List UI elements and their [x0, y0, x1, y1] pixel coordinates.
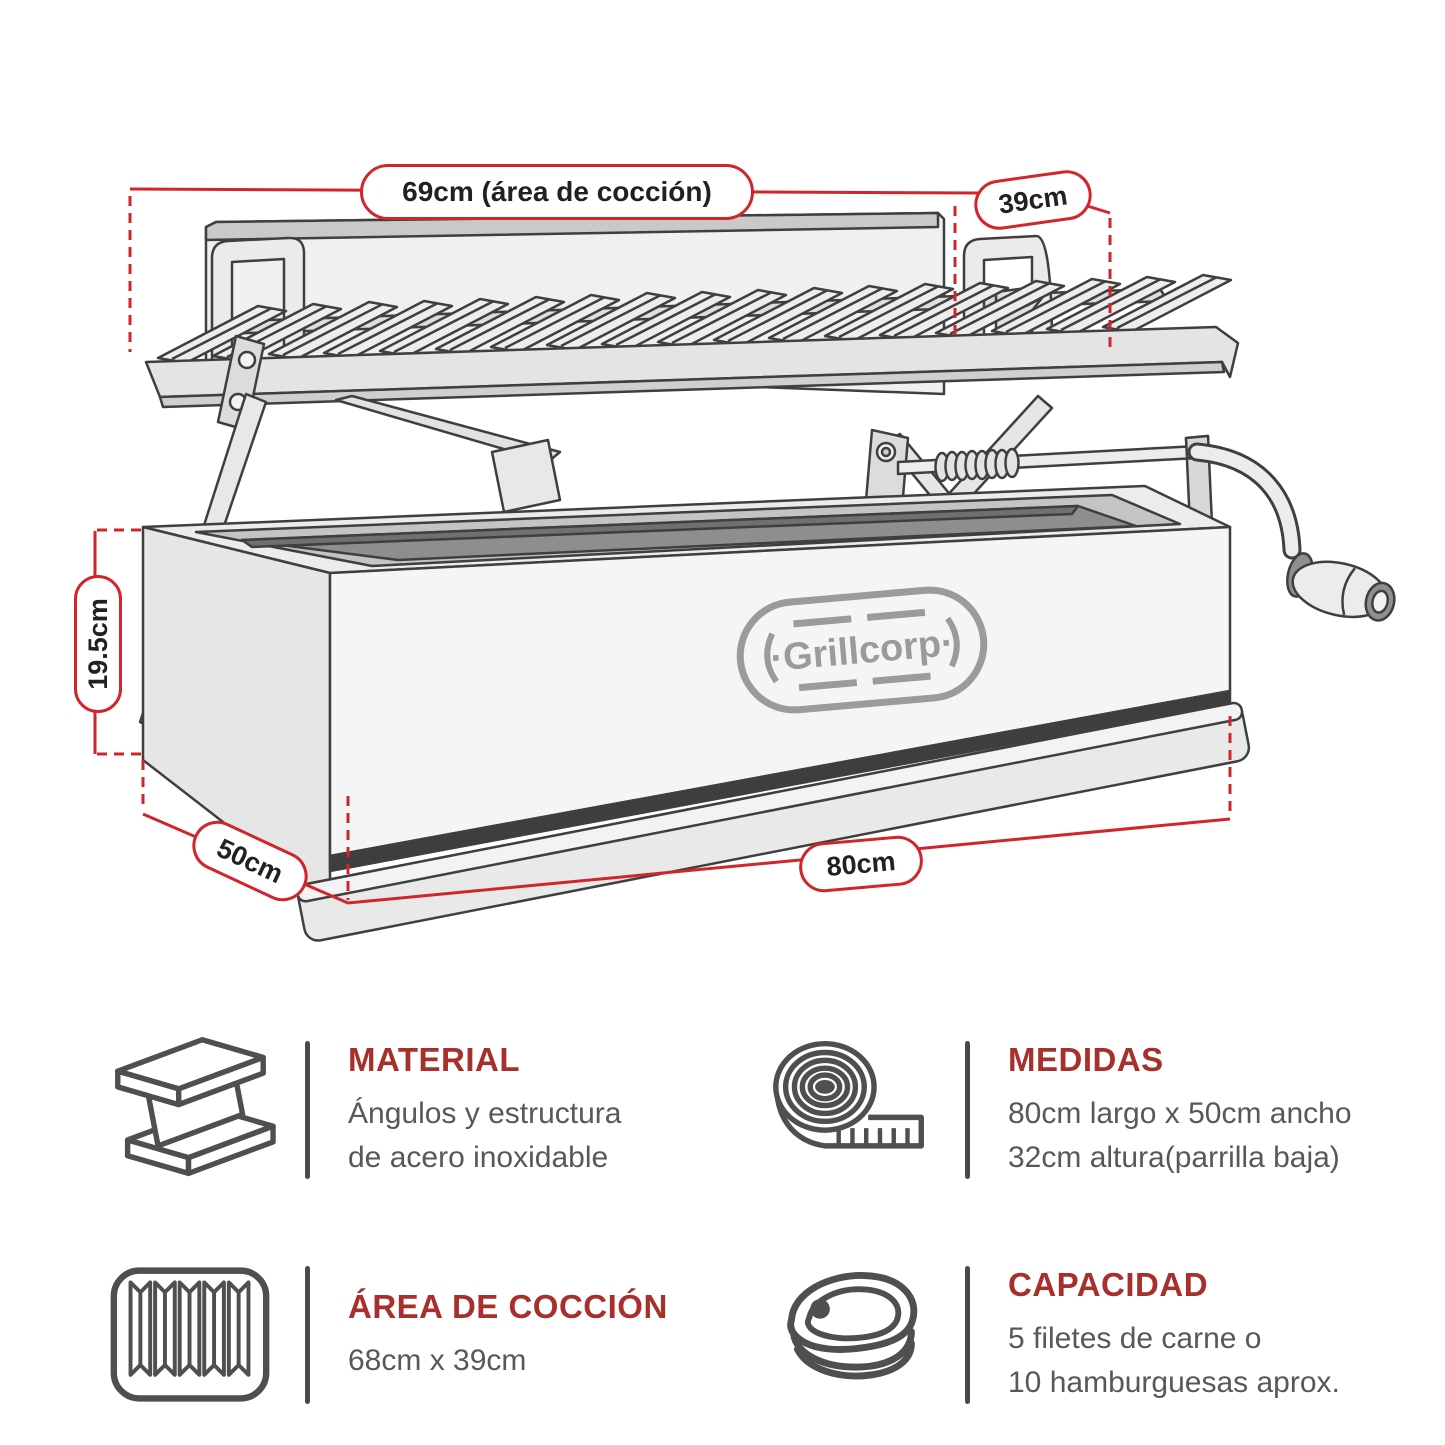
crank-handle [1286, 552, 1396, 622]
firebox [141, 484, 1232, 907]
spec-line: de acero inoxidable [348, 1140, 609, 1174]
spec-line: 68cm x 39cm [348, 1343, 527, 1377]
spec-line: 80cm largo x 50cm ancho [1008, 1097, 1352, 1130]
spec-line: 10 hamburguesas aprox. [1008, 1365, 1340, 1399]
steel-beam-icon [85, 1020, 295, 1200]
spec-item-area-coccion: ÁREA DE COCCIÓN 68cm x 39cm [85, 1240, 725, 1430]
tape-measure-icon [745, 1020, 955, 1200]
spec-line: 5 filetes de carne o [1008, 1322, 1262, 1355]
divider [305, 1041, 310, 1179]
steak-icon [745, 1245, 955, 1425]
spec-title-capacidad: CAPACIDAD [1008, 1266, 1209, 1303]
grate-front-rail [144, 325, 1240, 514]
spec-item-medidas: MEDIDAS 80cm largo x 50cm ancho 32cm alt… [745, 1015, 1385, 1205]
spec-item-capacidad: CAPACIDAD 5 filetes de carne o 10 hambur… [745, 1240, 1385, 1430]
spec-line: 32cm altura(parrilla baja) [1008, 1140, 1340, 1174]
dimension-pill-cooking-width: 69cm (área de cocción) [360, 164, 754, 220]
crank-rod [896, 434, 1302, 560]
divider [965, 1266, 970, 1404]
spec-title-material: MATERIAL [348, 1041, 521, 1078]
divider [305, 1266, 310, 1404]
spec-title-medidas: MEDIDAS [1008, 1041, 1164, 1078]
divider [965, 1041, 970, 1179]
spec-title-area: ÁREA DE COCCIÓN [348, 1287, 668, 1325]
dimension-pill-height: 19.5cm [74, 575, 122, 713]
spec-line: Ángulos y estructura [348, 1097, 622, 1130]
grill-illustration: ·Grillcorp· [93, 187, 1396, 942]
grill-grate-icon [85, 1245, 295, 1425]
spec-item-material: MATERIAL Ángulos y estructura de acero i… [85, 1015, 725, 1205]
